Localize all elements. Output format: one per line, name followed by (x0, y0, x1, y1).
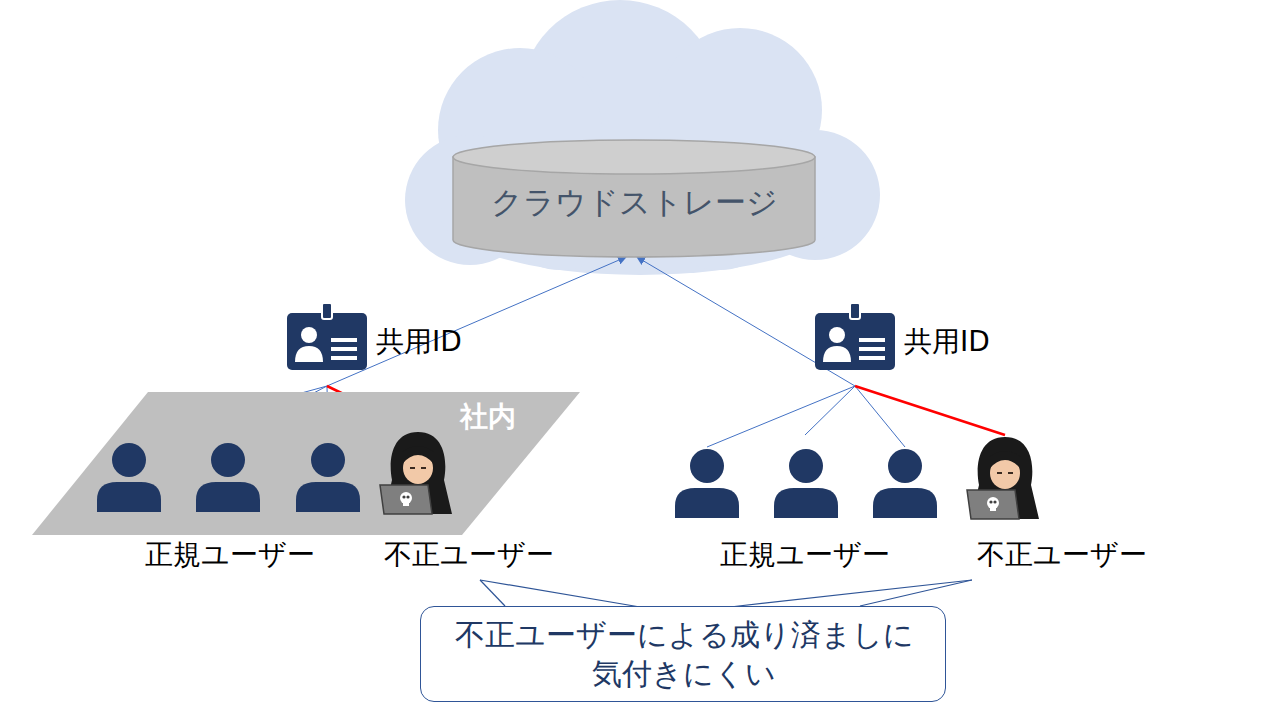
callout-tails (480, 580, 972, 607)
user-label: 正規ユーザー (95, 538, 365, 572)
card-person-body (823, 346, 851, 362)
skull-jaw (403, 502, 409, 506)
skull-eye (406, 495, 409, 498)
card-clip (322, 303, 332, 319)
shared-id-card: 共用ID (285, 300, 475, 386)
card (287, 313, 367, 370)
connector (327, 257, 626, 386)
card-person-head (301, 327, 317, 343)
zone-label: 社内 (460, 400, 516, 434)
shape-group (287, 303, 367, 370)
storage-label: クラウドストレージ (453, 184, 815, 221)
person-body (296, 482, 360, 512)
shape-group (967, 437, 1039, 519)
person-head (211, 443, 245, 477)
eye (421, 467, 426, 469)
regular-users: 正規ユーザー (670, 435, 940, 580)
card-person-head (829, 327, 845, 343)
hood-shadow (402, 446, 434, 464)
rogue-user: 不正ユーザー (380, 430, 575, 580)
laptop (380, 485, 432, 514)
user-label: 正規ユーザー (670, 538, 940, 572)
person-head (690, 449, 724, 483)
card-line (331, 347, 357, 351)
skull-eye (402, 495, 405, 498)
callout-tail (480, 580, 640, 607)
callout-text: 不正ユーザーによる成り済ましに 気付きにくい (449, 615, 919, 693)
internal-zone: 社内正規ユーザー不正ユーザー (32, 392, 580, 535)
person-head (888, 449, 922, 483)
card (815, 313, 895, 370)
person-body (675, 488, 739, 518)
card-line (859, 338, 885, 342)
id-label: 共用ID (376, 325, 462, 359)
connector (860, 580, 972, 606)
shape-group (453, 140, 815, 257)
eye (1008, 472, 1013, 474)
skull-eye (993, 500, 996, 503)
laptop (967, 490, 1019, 519)
eye (410, 467, 415, 469)
hood-shadow (989, 451, 1021, 469)
card-line (331, 338, 357, 342)
user-label: 不正ユーザー (384, 538, 554, 572)
shape-group (380, 432, 452, 514)
eye (997, 472, 1002, 474)
shape-group (97, 443, 360, 512)
connector (805, 386, 855, 435)
person-body (97, 482, 161, 512)
callout-box: 不正ユーザーによる成り済ましに 気付きにくい (420, 606, 946, 702)
skull-eye (989, 500, 992, 503)
person-body (196, 482, 260, 512)
person-head (311, 443, 345, 477)
zone-band (32, 392, 580, 535)
shape-group (815, 303, 895, 370)
user-label: 不正ユーザー (977, 538, 1147, 572)
connector (855, 386, 1005, 435)
card-line (331, 356, 357, 360)
storage-cylinder: クラウドストレージ (453, 140, 815, 257)
cylinder-top (453, 140, 815, 174)
skull-jaw (990, 507, 996, 511)
card-clip (850, 303, 860, 319)
shape-group (32, 392, 580, 535)
card-line (859, 347, 885, 351)
person-head (789, 449, 823, 483)
callout-tail (730, 580, 972, 607)
user-link (707, 386, 855, 447)
regular-users: 正規ユーザー (95, 438, 365, 580)
id-label: 共用ID (904, 325, 990, 359)
shape-group (675, 449, 937, 518)
shared-id-card: 共用ID (813, 300, 1003, 386)
person-body (774, 488, 838, 518)
cloud (405, 0, 880, 275)
card-line (859, 356, 885, 360)
card-person-body (295, 346, 323, 362)
person-body (873, 488, 937, 518)
connector (480, 580, 505, 606)
rogue-user: 不正ユーザー (965, 435, 1170, 580)
person-head (112, 443, 146, 477)
